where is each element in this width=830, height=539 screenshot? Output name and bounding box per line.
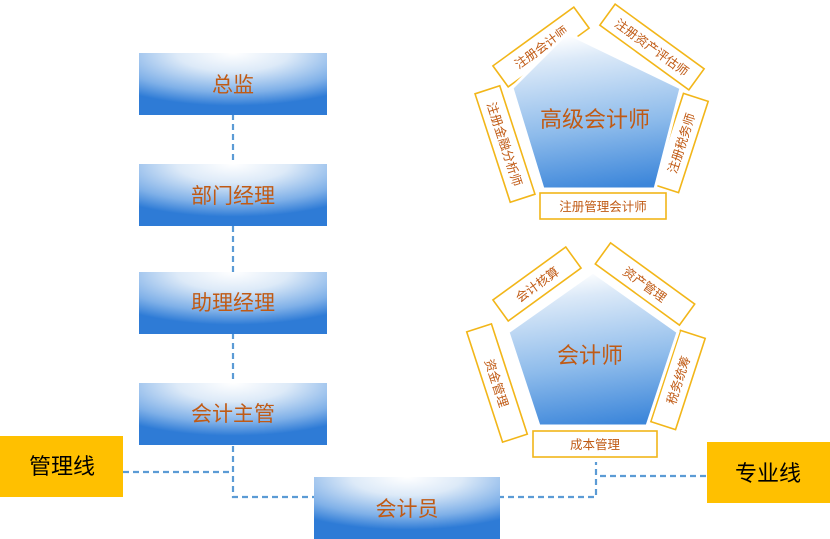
- accountant-title: 会计师: [557, 344, 623, 369]
- box-accounting-clerk[interactable]: 会计员: [314, 477, 500, 539]
- senior-accountant-title: 高级会计师: [540, 108, 650, 133]
- box-accounting-supervisor-label: 会计主管: [191, 402, 275, 426]
- accountant-petal-asset-management[interactable]: 资产管理: [594, 241, 696, 327]
- accountant-pentagon: [506, 270, 680, 428]
- management-line-tag: 管理线: [0, 436, 123, 497]
- box-assistant-manager[interactable]: 助理经理: [139, 272, 327, 334]
- professional-line-tag: 专业线: [707, 442, 830, 503]
- box-director[interactable]: 总监: [139, 53, 327, 115]
- accountant-petal-cost-management[interactable]: 成本管理: [532, 430, 658, 458]
- senior-petal-cma[interactable]: 注册管理会计师: [539, 192, 667, 220]
- box-assistant-manager-label: 助理经理: [191, 291, 275, 315]
- senior-accountant-cluster: 注册会计师 注册资产评估师 注册税务师 注册管理会计师 注册金融分析师 高级会计…: [474, 3, 710, 220]
- senior-pentagon: [510, 31, 683, 191]
- connector-supervisor-clerk: [231, 446, 315, 499]
- accountant-cluster: 会计核算 资产管理 税务统筹 成本管理 资金管理 会计师: [465, 241, 707, 458]
- box-accounting-clerk-label: 会计员: [376, 497, 439, 521]
- box-director-label: 总监: [212, 73, 254, 97]
- senior-petal-cma-label: 注册管理会计师: [559, 199, 647, 214]
- accountant-petal-cost-management-label: 成本管理: [570, 437, 621, 452]
- senior-petal-cfa[interactable]: 注册金融分析师: [474, 84, 536, 204]
- connectors: [123, 114, 708, 499]
- connector-clerk-accountant: [498, 462, 598, 499]
- box-accounting-supervisor[interactable]: 会计主管: [139, 383, 327, 445]
- management-line-label: 管理线: [29, 455, 95, 480]
- box-department-manager[interactable]: 部门经理: [139, 164, 327, 226]
- professional-line-label: 专业线: [735, 462, 801, 487]
- box-department-manager-label: 部门经理: [191, 184, 275, 208]
